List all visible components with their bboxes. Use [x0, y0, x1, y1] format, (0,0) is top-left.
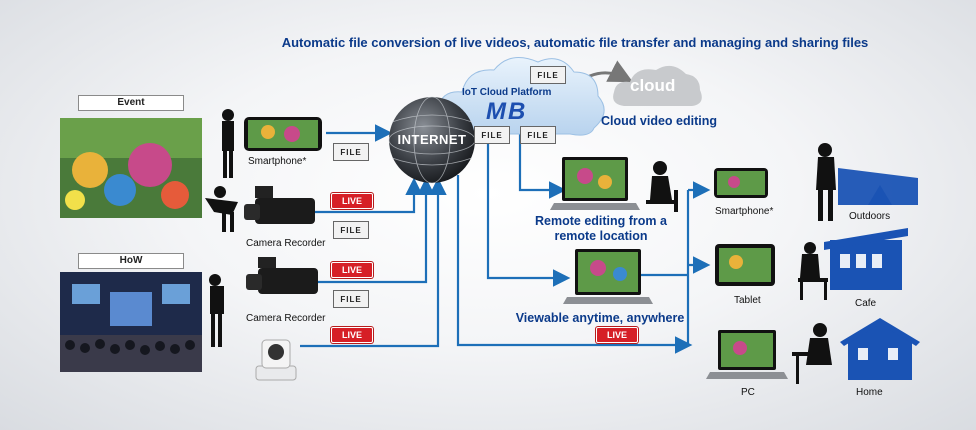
- camera-recorder-label-2: Camera Recorder: [246, 313, 326, 324]
- file-badge: FILE: [333, 221, 369, 239]
- remote-editing-caption: Remote editing from a remote location: [535, 214, 667, 243]
- cafe-label: Cafe: [855, 298, 877, 309]
- dest-tablet-label: Tablet: [734, 295, 761, 306]
- mb-logo: MB: [486, 98, 528, 125]
- cloud-editing-caption: Cloud video editing: [601, 114, 717, 128]
- live-badge: LIVE: [596, 327, 638, 343]
- iot-cloud-title: IoT Cloud Platform: [462, 87, 552, 98]
- dest-smartphone-label: Smartphone*: [715, 206, 774, 217]
- live-badge: LIVE: [331, 262, 373, 278]
- live-badge: LIVE: [331, 327, 373, 343]
- file-badge: FILE: [530, 66, 566, 84]
- file-badge: FILE: [474, 126, 510, 144]
- event-photo: [60, 118, 202, 218]
- viewable-caption: Viewable anytime, anywhere: [515, 311, 685, 325]
- file-badge: FILE: [333, 143, 369, 161]
- how-tag: HoW: [78, 253, 184, 269]
- smartphone-label: Smartphone*: [248, 156, 307, 167]
- headline: Automatic file conversion of live videos…: [281, 35, 869, 50]
- event-tag: Event: [78, 95, 184, 111]
- internet-label: INTERNET: [397, 132, 467, 147]
- camera-recorder-label-1: Camera Recorder: [246, 238, 326, 249]
- how-photo: [60, 272, 202, 372]
- dest-pc-label: PC: [741, 387, 755, 398]
- outdoors-label: Outdoors: [849, 211, 891, 222]
- cloud-label: cloud: [630, 76, 676, 95]
- file-badge: FILE: [333, 290, 369, 308]
- live-badge: LIVE: [331, 193, 373, 209]
- file-badge: FILE: [520, 126, 556, 144]
- home-label: Home: [856, 387, 883, 398]
